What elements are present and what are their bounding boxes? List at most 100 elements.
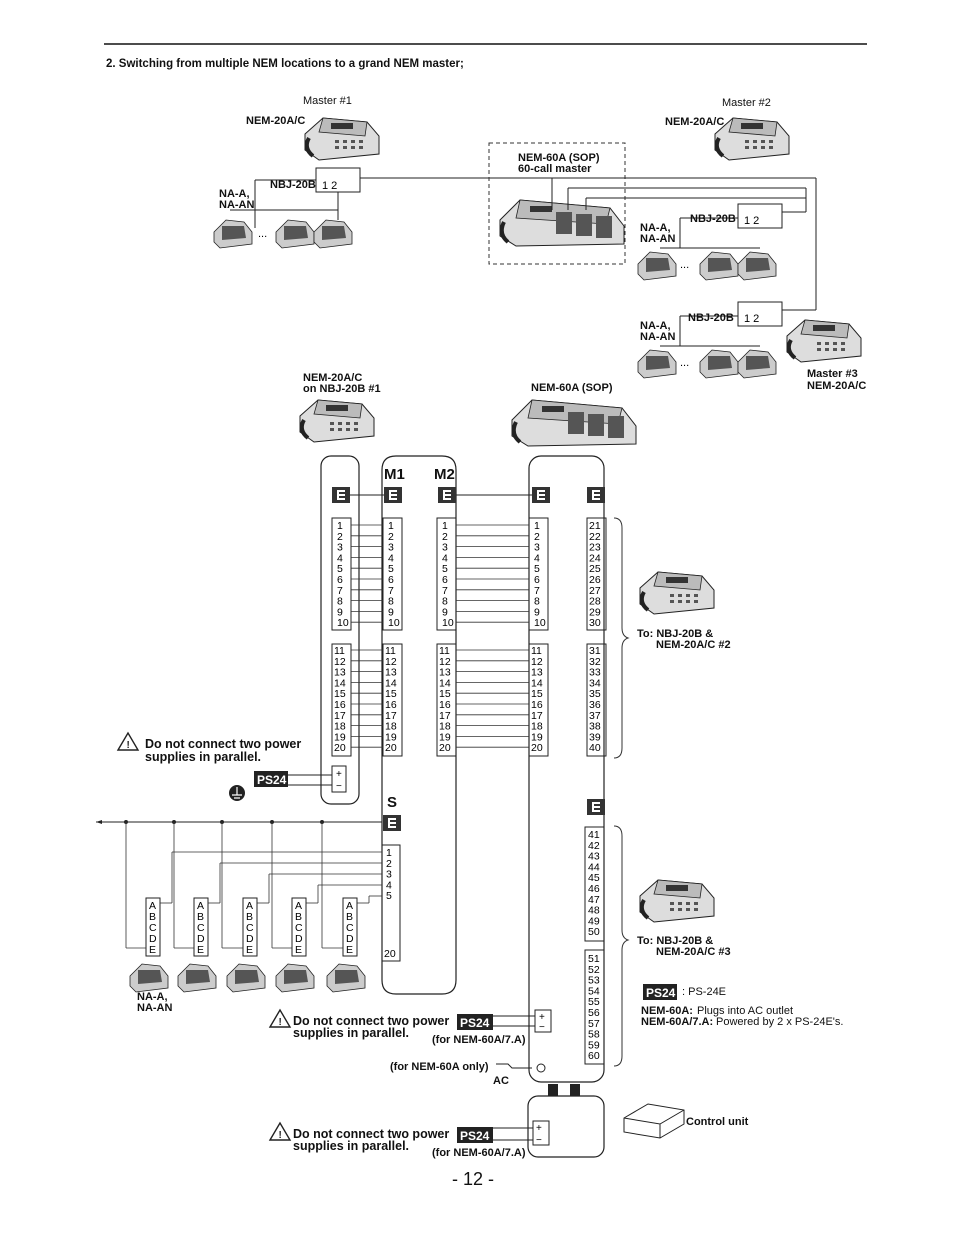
abcde-block [145, 897, 161, 957]
svg-text:−: − [336, 781, 342, 792]
master-3-phone-icon [785, 318, 863, 364]
nbj-1-label: NBJ-20B [270, 179, 316, 191]
for-60a7a-1: (for NEM-60A/7.A) [432, 1034, 526, 1046]
sub-station-icon [699, 349, 739, 379]
terminal-label: 7 [337, 585, 343, 597]
to-nem20-3-phone-icon [638, 878, 716, 924]
nbj-3-label: NBJ-20B [688, 312, 734, 324]
terminal-label: 16 [439, 699, 451, 711]
na-2-label: NA-A, [640, 222, 671, 234]
control-unit-icon [623, 1103, 685, 1139]
terminal-label: 9 [337, 606, 343, 618]
nem20-on-nbj-sub: on NBJ-20B #1 [303, 383, 381, 395]
abcde-label: D [246, 933, 254, 945]
sub-station-icon [275, 963, 315, 993]
abcde-label: C [346, 922, 354, 934]
svg-text:+: + [539, 1012, 545, 1023]
terminal-label: 48 [588, 905, 600, 917]
terminal-label: 14 [385, 677, 397, 689]
abcde-label: C [295, 922, 303, 934]
warning-3b: supplies in parallel. [293, 1139, 410, 1153]
terminal-label: 6 [337, 574, 343, 586]
terminal-label: 15 [531, 688, 543, 700]
svg-text:1 2: 1 2 [744, 215, 759, 227]
terminal-label: 17 [334, 710, 346, 722]
terminal-label: 35 [589, 688, 601, 700]
terminal-label: 33 [589, 667, 601, 679]
terminal-label: 27 [589, 585, 601, 597]
master-1-phone-icon [303, 116, 381, 162]
warning-2b: supplies in parallel. [293, 1026, 410, 1040]
terminal-label: 41 [588, 829, 600, 841]
nbj-3-box [737, 301, 783, 327]
svg-text:...: ... [680, 357, 689, 369]
terminal-label: 60 [588, 1050, 600, 1062]
warning-1: Do not connect two power supplies in par… [145, 737, 302, 764]
svg-text:!: ! [127, 740, 130, 751]
terminal-label: 56 [588, 1007, 600, 1019]
terminal-label: 3 [388, 542, 394, 554]
abcde-label: D [149, 933, 157, 945]
svg-text:−: − [539, 1022, 545, 1033]
for-60a7a-2: (for NEM-60A/7.A) [432, 1147, 526, 1159]
sub-station-icon [637, 349, 677, 379]
terminal-label: 30 [589, 617, 601, 629]
page-number: - 12 - [452, 1169, 495, 1189]
to-nem20-2-a: To: NBJ-20B & [637, 628, 714, 640]
terminal-label: 6 [442, 574, 448, 586]
abcde-label: C [149, 922, 157, 934]
abcde-block [193, 897, 209, 957]
terminal-label: 44 [588, 861, 600, 873]
to-nem20-3-a: To: NBJ-20B & [637, 935, 714, 947]
terminal-label: 23 [589, 542, 601, 554]
terminal-label: 9 [388, 606, 394, 618]
terminal-label: 15 [385, 688, 397, 700]
terminal-label: 12 [385, 656, 397, 668]
na-1-label: NA-A, [219, 188, 250, 200]
abcde-label: D [197, 933, 205, 945]
terminal-label: 7 [388, 585, 394, 597]
master-2-model: NEM-20A/C [665, 116, 725, 128]
abcde-label: E [149, 944, 156, 956]
nem60a7a-val: Powered by 2 x PS-24E's. [716, 1016, 844, 1028]
terminal-label: 37 [589, 710, 601, 722]
svg-text:1 2: 1 2 [322, 180, 337, 192]
terminal-label: 2 [534, 531, 540, 543]
terminal-label: 21 [589, 520, 601, 532]
terminal-label: 17 [439, 710, 451, 722]
ps24-badge [643, 984, 677, 1000]
sub-station-icon [313, 219, 353, 249]
terminal-label: 16 [334, 699, 346, 711]
terminal-label: 8 [534, 596, 540, 608]
nbj-module-outline [381, 455, 457, 995]
ps24e-note: : PS-24E [682, 986, 727, 998]
abcde-label: E [295, 944, 302, 956]
nbj-2-label: NBJ-20B [690, 213, 736, 225]
terminal-label: 46 [588, 883, 600, 895]
terminal-label: 29 [589, 606, 601, 618]
terminal-label: 1 [388, 520, 394, 532]
abcde-label: B [149, 911, 156, 923]
naan-1-label: NA-AN [219, 199, 255, 211]
to-nem20-2-phone-icon [638, 570, 716, 616]
abcde-block [342, 897, 358, 957]
naan-3-label: NA-AN [640, 331, 676, 343]
terminal-label: 11 [531, 645, 542, 657]
sop-title: NEM-60A (SOP) [518, 152, 600, 164]
master-3-model: NEM-20A/C [807, 380, 867, 392]
sub-station-icon [737, 251, 777, 281]
terminal-label: 34 [589, 677, 601, 689]
terminal-label: 19 [385, 731, 397, 743]
terminal-label: 9 [534, 606, 540, 618]
naan-2-label: NA-AN [640, 233, 676, 245]
terminal-label: 6 [388, 574, 394, 586]
terminal-label: 39 [589, 731, 601, 743]
sub-station-icon [177, 963, 217, 993]
terminal-label: 14 [334, 677, 346, 689]
sub-station-icon [213, 219, 253, 249]
terminal-label: 2 [442, 531, 448, 543]
terminal-label: 11 [334, 645, 345, 657]
terminal-label: 53 [588, 975, 600, 987]
terminal-label: 14 [439, 677, 451, 689]
page-heading: 2. Switching from multiple NEM locations… [106, 58, 464, 70]
